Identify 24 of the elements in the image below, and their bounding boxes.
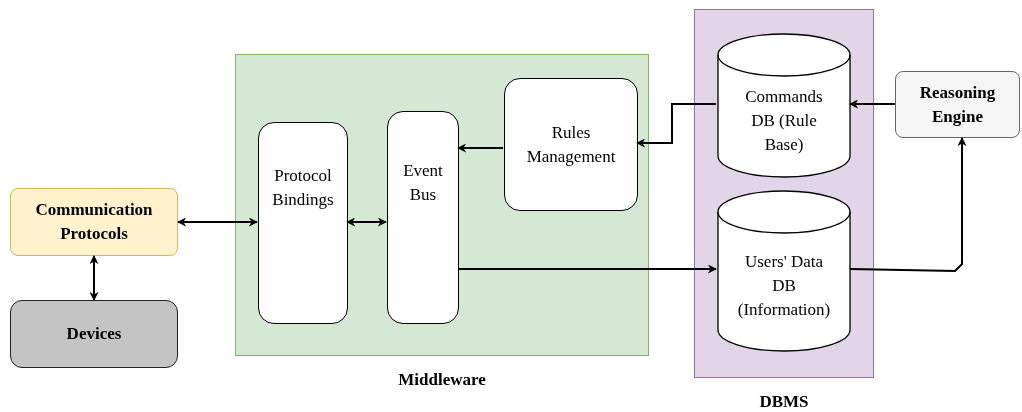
node-label: Communication Protocols xyxy=(34,199,154,245)
arrow xyxy=(177,217,258,227)
node-label: Reasoning Engine xyxy=(918,81,997,128)
process-box xyxy=(10,188,178,256)
process-box xyxy=(387,111,459,324)
arrow xyxy=(346,217,387,227)
arrow xyxy=(457,143,504,153)
process-box xyxy=(10,300,178,368)
node-label: Rules Management xyxy=(525,121,617,168)
arrow xyxy=(849,99,896,109)
node-label: Commands DB (Rule Base) xyxy=(744,85,824,156)
arrow xyxy=(849,137,967,272)
arrow xyxy=(636,103,717,148)
node-label: Protocol Bindings xyxy=(271,165,335,211)
process-box xyxy=(504,78,638,211)
arrow xyxy=(89,255,99,301)
group-heading: Middleware xyxy=(398,369,486,391)
process-box xyxy=(895,71,1020,138)
group-heading: DBMS xyxy=(759,391,809,412)
arrow xyxy=(457,264,717,274)
node-label: Event Bus xyxy=(402,159,444,206)
process-box xyxy=(258,122,348,324)
node-label: Users' Data DB (Information) xyxy=(736,251,832,321)
node-label: Devices xyxy=(66,323,122,345)
